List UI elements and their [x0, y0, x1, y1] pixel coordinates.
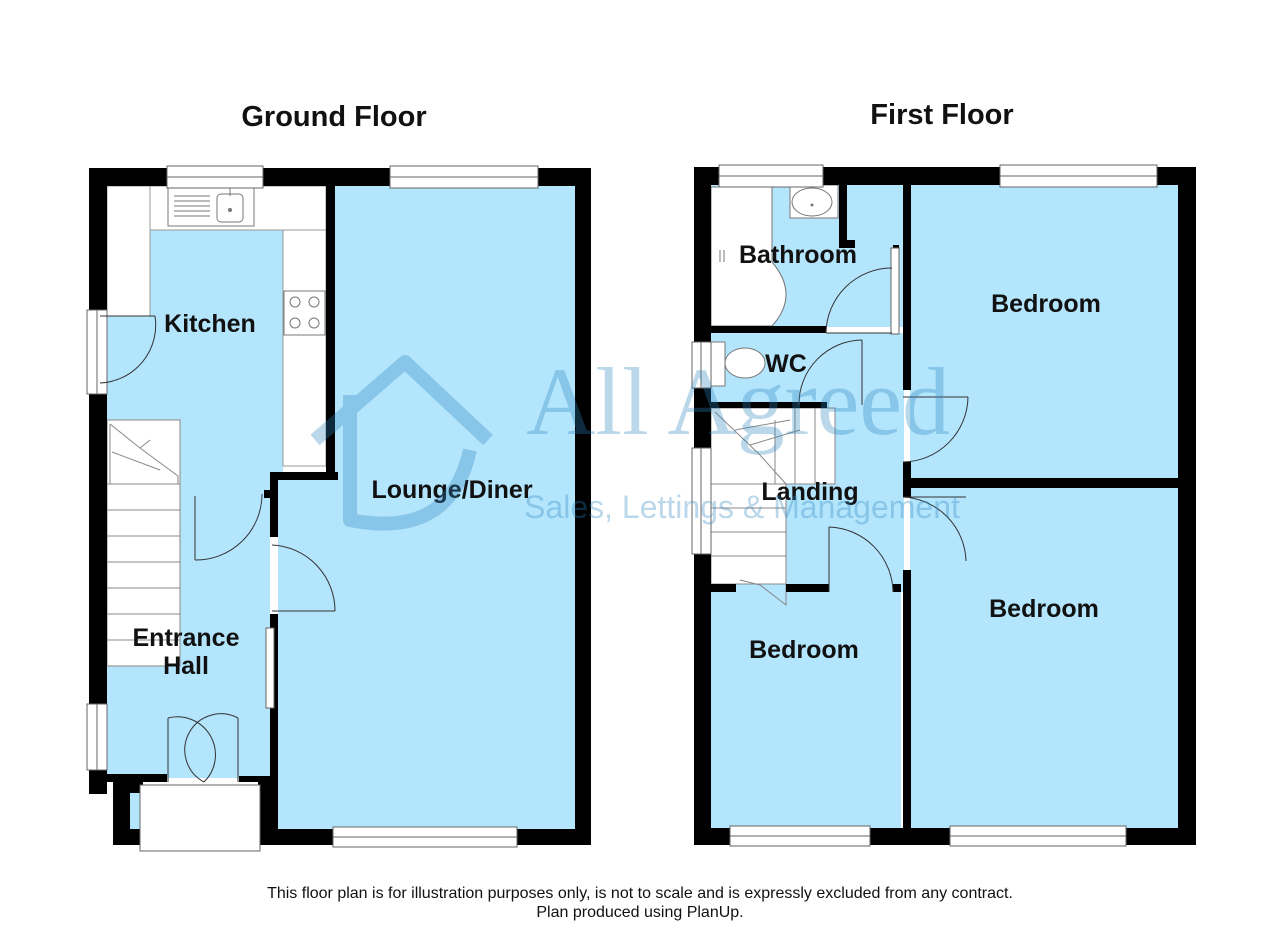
kitchen-worktop-right — [282, 229, 327, 467]
entrance-hall-label-line2: Hall — [163, 652, 209, 680]
bedroom-front-right-room — [910, 488, 1178, 828]
bedroom-front-left-label: Bedroom — [749, 636, 859, 664]
bedroom-front-right-label: Bedroom — [989, 595, 1099, 623]
ground-floor-title: Ground Floor — [241, 101, 426, 133]
sink-icon — [167, 187, 255, 227]
disclaimer-line2: Plan produced using PlanUp. — [536, 904, 743, 921]
landing-label: Landing — [761, 478, 858, 506]
kitchen-label: Kitchen — [164, 310, 256, 338]
watermark-brand: All Agreed — [526, 348, 950, 455]
first-floor-title: First Floor — [870, 99, 1013, 131]
first-doors — [798, 267, 969, 593]
first-windows — [691, 164, 1158, 847]
watermark-tagline: Sales, Lettings & Management — [524, 489, 960, 525]
kitchen-worktop-left — [106, 185, 151, 317]
bedroom-front-left-room — [711, 592, 901, 828]
ground-windows — [86, 165, 539, 852]
house-logo-icon — [310, 355, 493, 531]
lounge-diner-label: Lounge/Diner — [371, 476, 532, 504]
bathroom-label: Bathroom — [739, 241, 857, 269]
first-stairs — [710, 407, 836, 607]
disclaimer-line1: This floor plan is for illustration purp… — [267, 885, 1013, 902]
ground-doors — [99, 315, 336, 783]
hob-icon — [283, 290, 326, 336]
first-floor-plan: Bathroom WC Landing Bedroom Bedroom Bedr… — [691, 164, 1196, 847]
bedroom-rear-room — [910, 185, 1178, 478]
bedroom-rear-label: Bedroom — [991, 290, 1101, 318]
basin-icon — [789, 184, 839, 219]
lounge-diner-room — [335, 186, 575, 829]
ground-floor-plan: Kitchen Lounge/Diner Entrance Hall — [86, 165, 591, 852]
bath-icon — [710, 186, 787, 327]
lounge-diner-extension — [278, 472, 338, 829]
wc-label: WC — [765, 350, 807, 378]
entrance-hall-label-line1: Entrance — [133, 624, 240, 652]
ground-stairs — [106, 419, 181, 667]
watermark: All Agreed Sales, Lettings & Management — [310, 348, 960, 531]
